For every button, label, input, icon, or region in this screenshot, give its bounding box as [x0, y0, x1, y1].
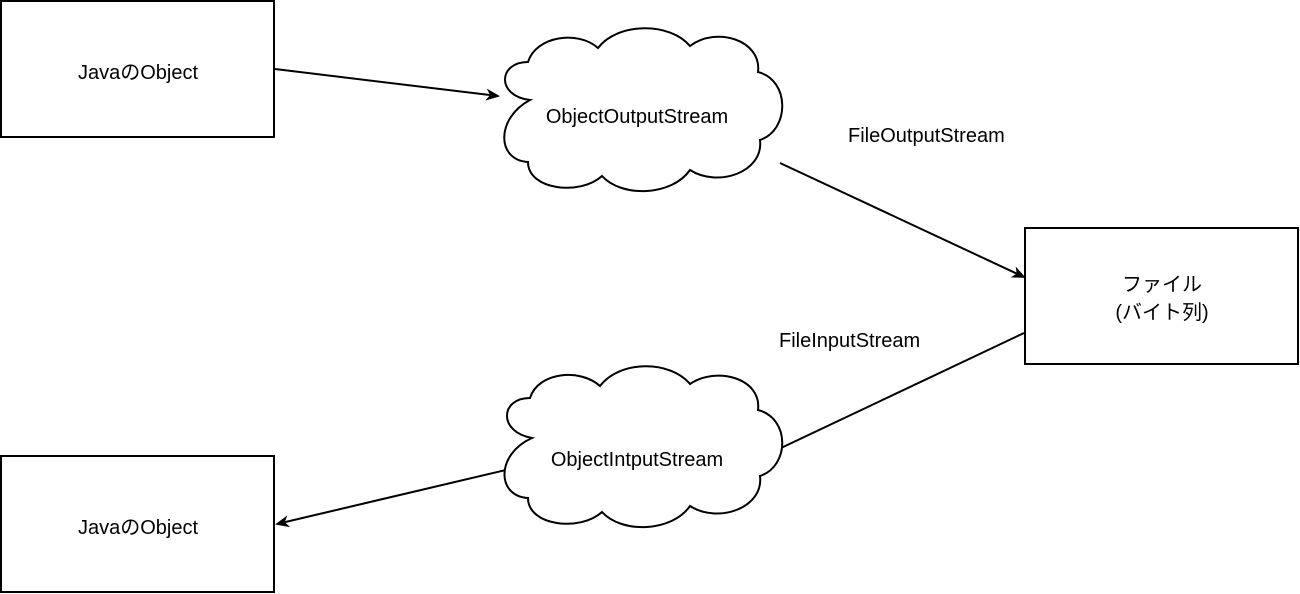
- object-output-stream-label: ObjectOutputStream: [546, 106, 728, 128]
- object-input-stream-label: ObjectIntputStream: [551, 449, 723, 471]
- file-label-line1: ファイル: [1122, 274, 1202, 296]
- file-box: ファイル (バイト列): [1024, 227, 1299, 365]
- java-object-box-top: JavaのObject: [0, 0, 275, 138]
- file-output-stream-label: FileOutputStream: [848, 125, 1005, 147]
- java-object-bottom-label: JavaのObject: [78, 517, 198, 539]
- object-output-stream-cloud: ObjectOutputStream: [503, 27, 784, 193]
- edge-input-stream-to-java-object: [275, 468, 511, 528]
- java-object-box-bottom: JavaのObject: [0, 455, 275, 593]
- file-input-stream-label: FileInputStream: [779, 330, 920, 352]
- java-object-top-label: JavaのObject: [78, 62, 198, 84]
- edge-output-stream-to-file: [779, 162, 1026, 278]
- object-input-stream-cloud: ObjectIntputStream: [503, 365, 784, 529]
- edge-file-to-input-stream: [760, 332, 1025, 458]
- edge-java-object-to-output-stream: [274, 68, 500, 101]
- file-label-line2: (バイト列): [1115, 301, 1208, 324]
